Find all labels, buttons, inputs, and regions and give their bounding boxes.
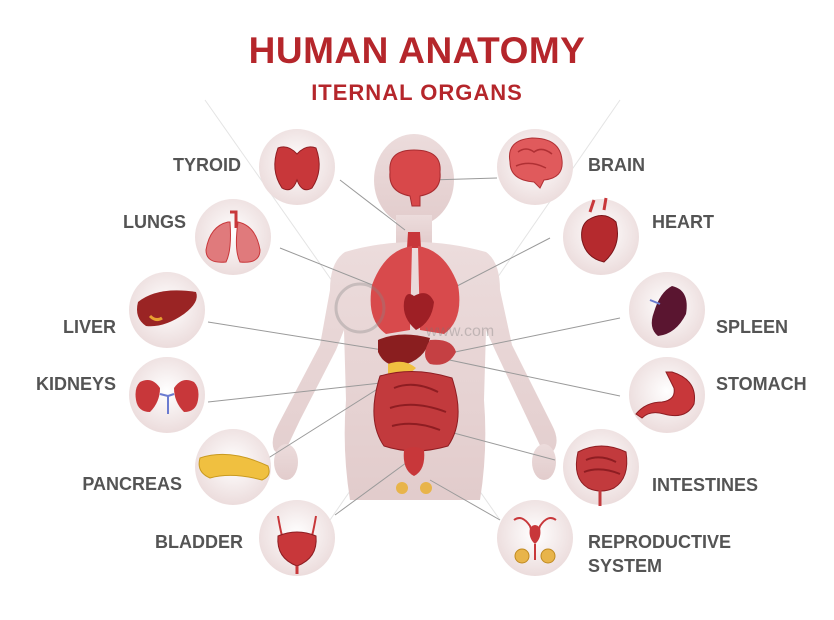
- label-lungs: LUNGS: [123, 212, 186, 232]
- thyroid-icon: [274, 146, 320, 191]
- connector-brain: [429, 177, 498, 181]
- body-bladder: [403, 447, 425, 476]
- lungs-circle: [195, 199, 271, 275]
- label-liver: LIVER: [62, 317, 116, 337]
- label-intestines: INTESTINES: [652, 475, 759, 495]
- kidneys-icon: [135, 380, 199, 414]
- brain-icon: [508, 137, 563, 189]
- connector-bladder: [334, 459, 411, 516]
- body-lung-left: [370, 246, 412, 334]
- silhouette-left-hand: [274, 444, 298, 480]
- label-bladder: BLADDER: [155, 532, 243, 552]
- body-heart: [403, 293, 434, 330]
- label-reproductive-line1: REPRODUCTIVE: [588, 532, 732, 552]
- connector-tyroid: [339, 179, 406, 231]
- connector-lungs: [279, 247, 386, 291]
- intestines-icon: [575, 445, 628, 506]
- watermark-text: www.com: [425, 323, 494, 340]
- label-pancreas: PANCREAS: [82, 474, 182, 494]
- connector-kidneys: [207, 381, 391, 403]
- bladder-icon: [277, 515, 317, 574]
- pancreas-icon: [198, 453, 270, 481]
- connector-liver: [207, 321, 396, 353]
- liver-icon: [137, 290, 197, 327]
- connector-stomach: [439, 357, 621, 397]
- body-testis-right: [420, 482, 432, 494]
- label-spleen: SPLEEN: [716, 317, 789, 337]
- page-title: HUMAN ANATOMY: [248, 30, 586, 71]
- spleen-icon: [649, 286, 687, 336]
- body-brain: [389, 149, 441, 207]
- body-intestine-coils: [389, 383, 447, 431]
- label-brain: BRAIN: [588, 155, 645, 175]
- body-stomach: [425, 339, 456, 365]
- reproductive-icon: [513, 517, 557, 564]
- watermark: www.com: [334, 282, 494, 340]
- body-organs: [370, 149, 460, 494]
- page-subtitle: ITERNAL ORGANS: [311, 80, 523, 105]
- connector-pancreas: [261, 377, 396, 463]
- label-heart: HEART: [652, 212, 714, 232]
- silhouette-right-hand: [532, 444, 556, 480]
- label-tyroid: TYROID: [172, 155, 241, 175]
- heart-icon: [581, 197, 618, 263]
- label-kidneys: KIDNEYS: [35, 374, 116, 394]
- lungs-icon: [205, 210, 261, 263]
- connector-spleen: [454, 317, 621, 353]
- connector-reproductive: [429, 479, 501, 521]
- body-testis-left: [396, 482, 408, 494]
- label-reproductive-line2: SYSTEM: [588, 556, 663, 576]
- stomach-icon: [635, 371, 696, 419]
- connector-intestines: [449, 431, 556, 461]
- label-stomach: STOMACH: [716, 374, 807, 394]
- watermark-logo-icon: [334, 282, 386, 334]
- connector-lines: [207, 177, 621, 521]
- body-tyroid: [407, 232, 421, 248]
- body-liver: [378, 334, 430, 366]
